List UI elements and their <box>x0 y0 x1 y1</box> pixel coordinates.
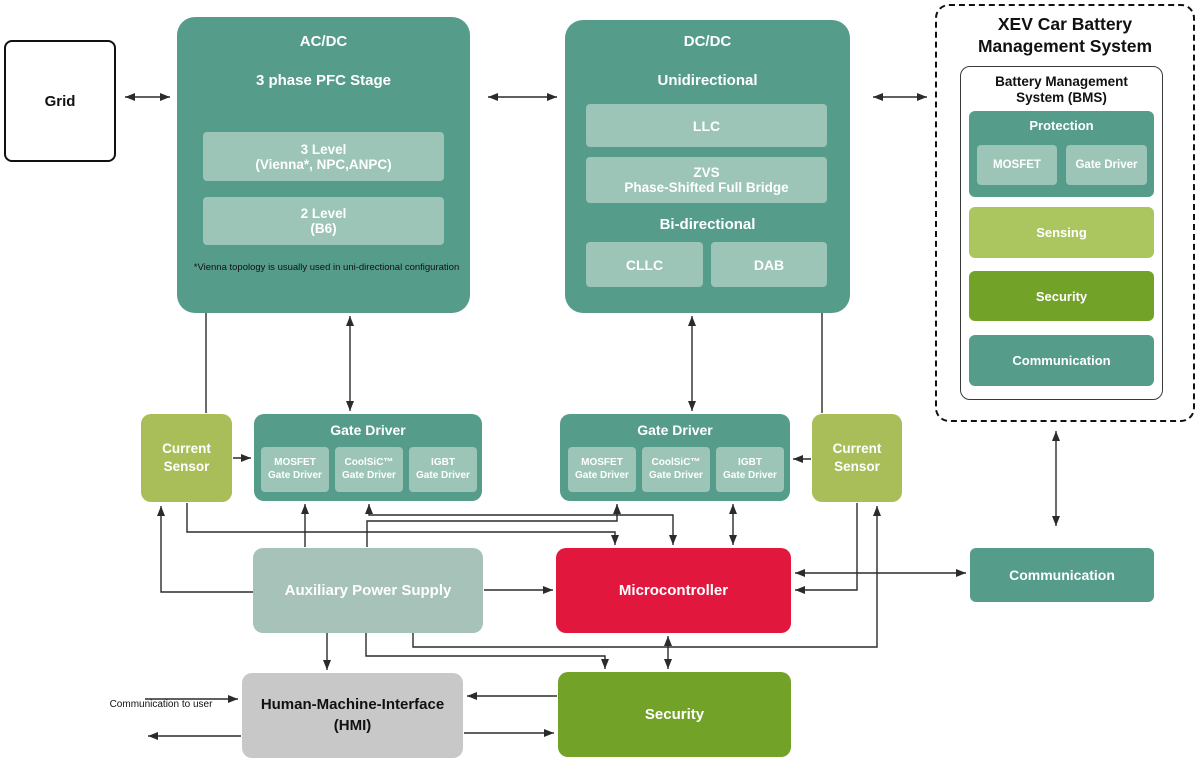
dcdc-block: DC/DC Unidirectional LLC ZVS Phase-Shift… <box>565 20 850 313</box>
arrow-aps-cs-left <box>157 506 253 593</box>
dcdc-unidirectional-label: Unidirectional <box>657 72 758 89</box>
coolsic-gate-driver-chip: CoolSiC™ Gate Driver <box>335 447 403 492</box>
bms-sensing-block: Sensing <box>969 207 1154 258</box>
hmi-block: Human-Machine-Interface (HMI) <box>242 673 463 758</box>
auxiliary-power-supply-block: Auxiliary Power Supply <box>253 548 483 633</box>
communication-to-user-label: Communication to user <box>109 699 213 710</box>
xev-bms-panel: XEV Car Battery Management System Batter… <box>935 4 1195 422</box>
arrow-aps-gatedriver-right <box>366 504 621 547</box>
acdc-2-level-chip: 2 Level (B6) <box>203 197 444 245</box>
bms-box: Battery Management System (BMS) Protecti… <box>960 66 1163 400</box>
security-block: Security <box>558 672 791 757</box>
xev-panel-title: XEV Car Battery Management System <box>977 14 1153 56</box>
bms-protection-block: Protection MOSFET Gate Driver <box>969 111 1154 197</box>
acdc-subtitle: 3 phase PFC Stage <box>255 72 392 89</box>
bms-security-block: Security <box>969 271 1154 321</box>
coolsic-gate-driver-chip: CoolSiC™ Gate Driver <box>642 447 710 492</box>
bms-title: Battery Management System (BMS) <box>995 74 1128 106</box>
protection-mosfet-chip: MOSFET <box>977 145 1057 185</box>
arrow-mcu-gatedriver-left <box>365 504 677 545</box>
grid-box: Grid <box>4 40 116 162</box>
acdc-block: AC/DC 3 phase PFC Stage 3 Level (Vienna*… <box>177 17 470 313</box>
acdc-3-level-chip: 3 Level (Vienna*, NPC,ANPC) <box>203 132 444 181</box>
bms-communication-block: Communication <box>969 335 1154 386</box>
dcdc-dab-chip: DAB <box>711 242 827 287</box>
arrow-cs-left-mcu <box>186 503 619 545</box>
protection-title: Protection <box>1029 118 1094 133</box>
current-sensor-right: Current Sensor <box>812 414 902 502</box>
dcdc-zvs-chip: ZVS Phase-Shifted Full Bridge <box>586 157 827 203</box>
acdc-title: AC/DC <box>299 33 348 50</box>
arrow-cs-right-mcu <box>795 503 858 594</box>
gate-driver-right-block: Gate Driver MOSFET Gate Driver CoolSiC™ … <box>560 414 790 501</box>
acdc-footnote: *Vienna topology is usually used in uni-… <box>193 262 460 273</box>
gate-driver-left-block: Gate Driver MOSFET Gate Driver CoolSiC™ … <box>254 414 482 501</box>
microcontroller-block: Microcontroller <box>556 548 791 633</box>
mosfet-gate-driver-chip: MOSFET Gate Driver <box>261 447 329 492</box>
igbt-gate-driver-chip: IGBT Gate Driver <box>716 447 784 492</box>
mosfet-gate-driver-chip: MOSFET Gate Driver <box>568 447 636 492</box>
dcdc-bidirectional-label: Bi-directional <box>659 216 756 233</box>
gate-driver-left-title: Gate Driver <box>330 422 406 438</box>
dcdc-llc-chip: LLC <box>586 104 827 147</box>
dcdc-cllc-chip: CLLC <box>586 242 703 287</box>
gate-driver-right-title: Gate Driver <box>637 422 713 438</box>
arrow-aps-security <box>365 632 609 669</box>
current-sensor-left: Current Sensor <box>141 414 232 502</box>
igbt-gate-driver-chip: IGBT Gate Driver <box>409 447 477 492</box>
communication-block: Communication <box>970 548 1154 602</box>
dcdc-title: DC/DC <box>683 33 732 50</box>
protection-gate-driver-chip: Gate Driver <box>1066 145 1147 185</box>
grid-label: Grid <box>44 92 76 110</box>
